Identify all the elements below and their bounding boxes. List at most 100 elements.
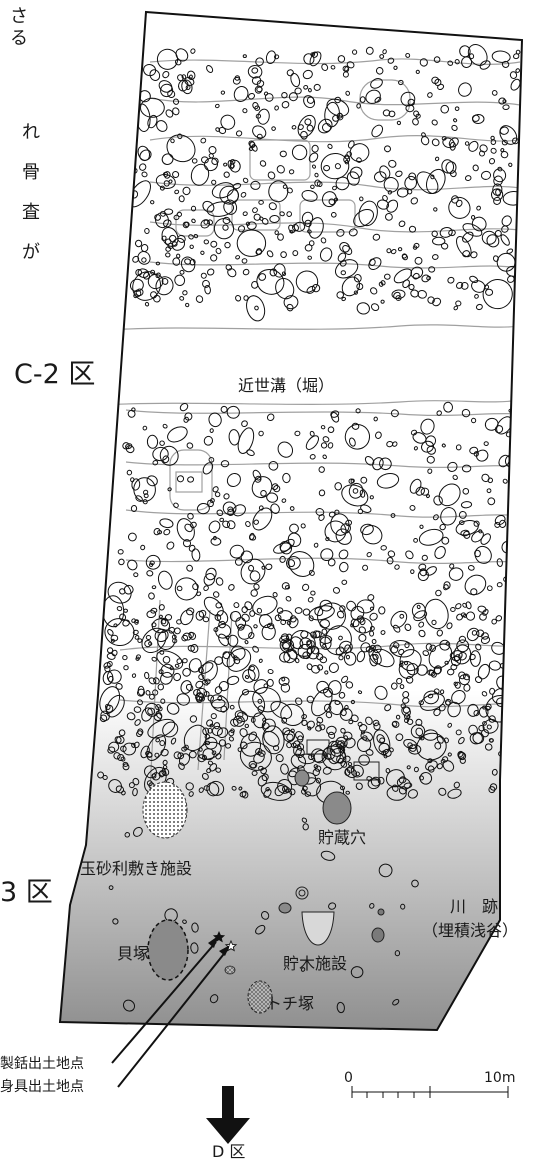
stone [448, 567, 464, 581]
stone [447, 461, 458, 472]
stone [370, 78, 383, 89]
stone [250, 589, 258, 597]
stone [404, 642, 410, 649]
stone [230, 718, 239, 727]
stone [132, 787, 138, 797]
stone [436, 629, 443, 637]
stone [258, 273, 267, 281]
stone [306, 720, 315, 729]
stone [188, 750, 197, 759]
stone [273, 263, 286, 278]
stone [156, 120, 168, 132]
stone [378, 281, 384, 287]
stone [341, 484, 369, 507]
stone [287, 532, 302, 547]
stone [302, 608, 311, 616]
stone [411, 602, 426, 619]
stone [244, 601, 253, 611]
stone [320, 237, 327, 244]
stone [475, 303, 483, 311]
stone [426, 494, 430, 498]
stone [447, 788, 462, 799]
stone [232, 504, 246, 517]
stone [382, 195, 388, 202]
stone [356, 157, 362, 163]
stone [362, 735, 368, 741]
stone [280, 633, 289, 642]
stone [261, 773, 269, 782]
stone [179, 269, 185, 275]
stone [248, 632, 255, 639]
stone [249, 610, 256, 617]
stone [104, 665, 111, 673]
stone [434, 156, 440, 162]
stone [372, 233, 381, 241]
stone [149, 69, 161, 81]
stone [445, 161, 457, 174]
stone [371, 638, 377, 645]
stone [111, 649, 118, 657]
stone [295, 731, 304, 741]
stone [456, 639, 470, 653]
stone [285, 633, 293, 641]
stone [482, 721, 487, 726]
stone [281, 717, 288, 724]
stone [386, 440, 394, 448]
stone [146, 610, 157, 619]
stone [359, 196, 364, 202]
stone [250, 180, 261, 190]
stone [132, 777, 140, 786]
stone [458, 651, 467, 661]
stone [106, 694, 125, 718]
stone [361, 730, 365, 735]
stone [472, 164, 479, 172]
stone [222, 501, 237, 516]
stone [337, 252, 347, 262]
stone [439, 689, 445, 695]
stone [341, 675, 349, 684]
stone [220, 90, 226, 95]
stone [447, 276, 455, 284]
stone [462, 487, 470, 495]
stone [346, 600, 357, 612]
stone [386, 785, 407, 801]
stone [386, 248, 392, 254]
stone [478, 529, 483, 534]
stone [154, 628, 169, 643]
stone [113, 623, 118, 628]
stone [356, 103, 361, 109]
stone [351, 422, 360, 430]
stone [421, 440, 434, 453]
stone [394, 950, 401, 957]
stone [191, 922, 199, 933]
stone [310, 748, 325, 763]
stone [157, 570, 173, 590]
stone [372, 457, 384, 471]
stone [261, 218, 269, 225]
stone [228, 736, 234, 742]
stone [378, 742, 390, 753]
stone [481, 691, 488, 697]
stone [460, 282, 469, 290]
stone [134, 719, 141, 726]
stone [274, 230, 279, 235]
stone [436, 735, 444, 744]
stone [123, 257, 129, 263]
stone [370, 644, 376, 652]
stone [281, 677, 286, 682]
stone [225, 743, 232, 749]
stone [261, 624, 276, 641]
stone [362, 564, 369, 571]
stone [390, 249, 397, 255]
stone [464, 574, 487, 596]
stone [236, 717, 243, 724]
stone [413, 538, 419, 543]
stone [223, 199, 238, 215]
stone [140, 745, 150, 759]
stone [308, 615, 314, 622]
stone [432, 254, 439, 260]
stone [488, 158, 496, 165]
stone [229, 704, 235, 710]
stone [172, 107, 180, 116]
stone [201, 660, 218, 682]
